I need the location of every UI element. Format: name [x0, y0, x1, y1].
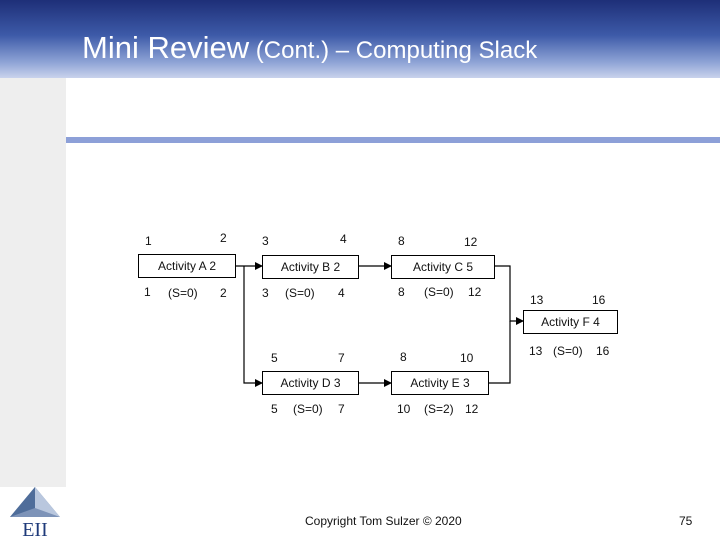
activity-e-node: Activity E 3: [391, 371, 489, 395]
title-bar: [0, 0, 720, 78]
activity-d-node: Activity D 3: [262, 371, 359, 395]
activity-c-late-start: 8: [398, 285, 405, 299]
activity-b-early-start: 3: [262, 234, 269, 248]
arrow-a-d: [243, 266, 263, 387]
accent-rule: [66, 137, 720, 143]
logo-text: EII: [22, 519, 48, 538]
activity-f-slack: (S=0): [553, 344, 583, 358]
activity-d-early-start: 5: [271, 351, 278, 365]
activity-d-early-finish: 7: [338, 351, 345, 365]
activity-a-node: Activity A 2: [138, 254, 236, 278]
activity-f-early-finish: 16: [592, 293, 606, 307]
activity-b-late-start: 3: [262, 286, 269, 300]
activity-e-late-start: 10: [397, 402, 411, 416]
activity-c-early-finish: 12: [464, 235, 478, 249]
arrow-c-f: [495, 265, 524, 325]
activity-c-late-finish: 12: [468, 285, 482, 299]
activity-a-late-finish: 2: [220, 286, 227, 300]
activity-e-late-finish: 12: [465, 402, 479, 416]
activity-c-node: Activity C 5: [391, 255, 495, 279]
activity-a-late-start: 1: [144, 285, 151, 299]
activity-e-slack: (S=2): [424, 402, 454, 416]
activity-b-slack: (S=0): [285, 286, 315, 300]
activity-b-node: Activity B 2: [262, 255, 359, 279]
activity-e-early-start: 8: [400, 350, 407, 364]
eii-logo: EII: [4, 484, 66, 543]
title-main: Mini Review: [82, 30, 250, 65]
activity-f-late-finish: 16: [596, 344, 610, 358]
activity-d-late-start: 5: [271, 402, 278, 416]
activity-b-early-finish: 4: [340, 232, 347, 246]
activity-e-early-finish: 10: [460, 351, 474, 365]
arrow-e-f: [489, 321, 511, 384]
activity-f-late-start: 13: [529, 344, 543, 358]
activity-d-late-finish: 7: [338, 402, 345, 416]
title-rest: (Cont.) – Computing Slack: [249, 37, 538, 64]
activity-b-late-finish: 4: [338, 286, 345, 300]
activity-a-early-finish: 2: [220, 231, 227, 245]
activity-a-early-start: 1: [145, 234, 152, 248]
footer-copyright: Copyright Tom Sulzer © 2020: [305, 514, 462, 528]
activity-f-early-start: 13: [530, 293, 544, 307]
activity-a-slack: (S=0): [168, 286, 198, 300]
left-panel: [0, 78, 66, 487]
activity-c-early-start: 8: [398, 234, 405, 248]
slide-title: Mini Review (Cont.) – Computing Slack: [82, 30, 537, 66]
activity-c-slack: (S=0): [424, 285, 454, 299]
page-number: 75: [679, 514, 693, 528]
activity-f-node: Activity F 4: [523, 310, 618, 334]
activity-d-slack: (S=0): [293, 402, 323, 416]
